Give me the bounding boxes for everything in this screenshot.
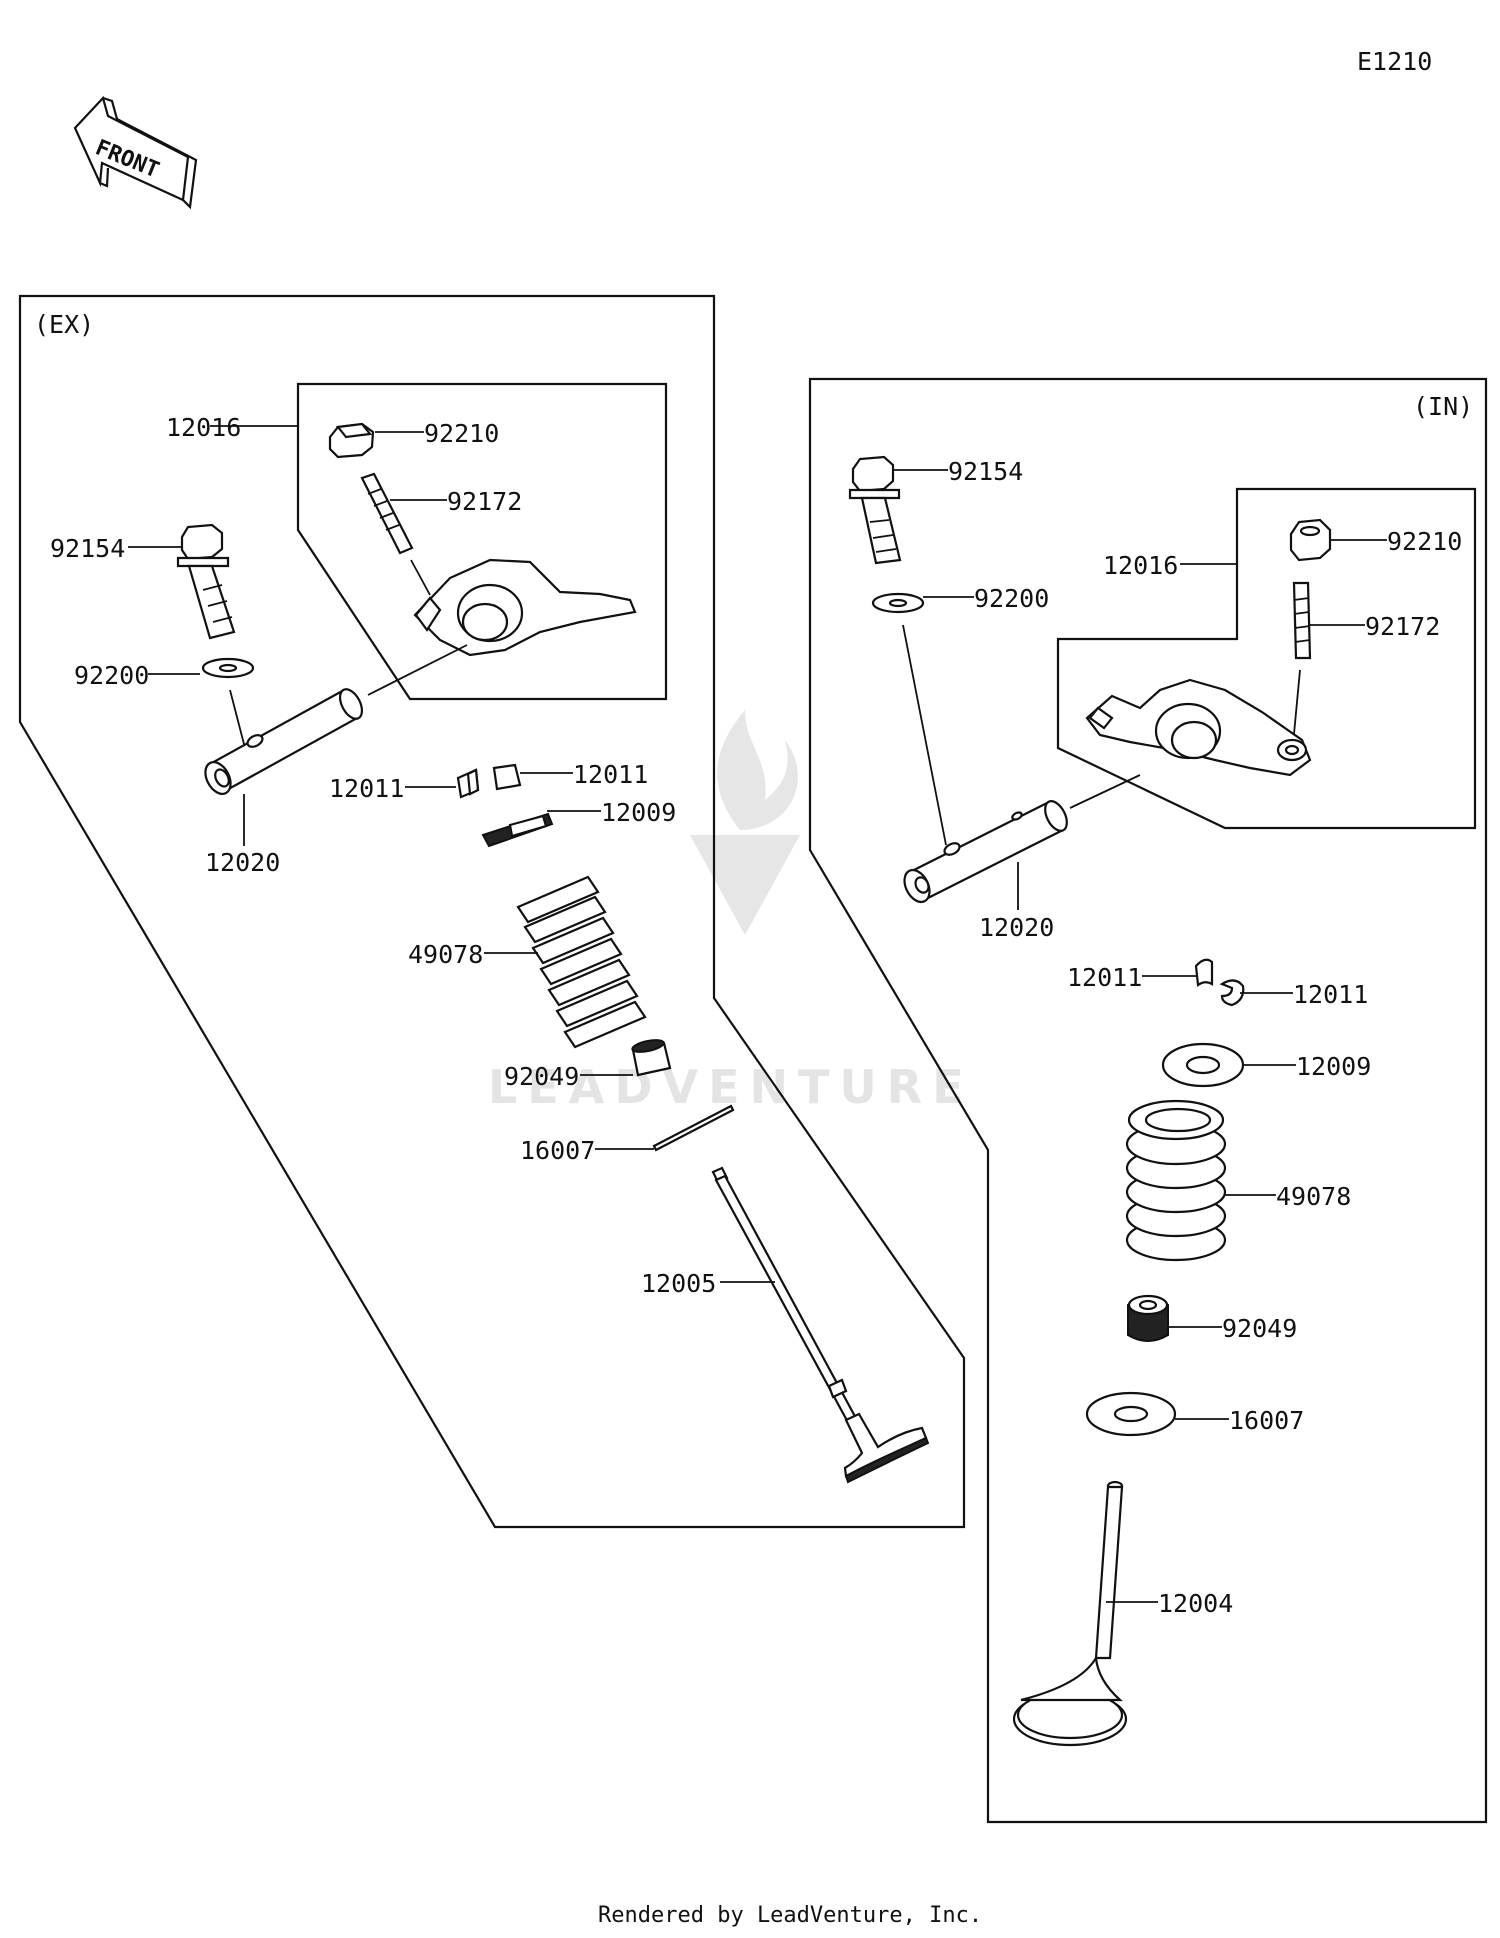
exhaust-retainer <box>481 812 554 848</box>
intake-spring <box>1125 1099 1227 1262</box>
intake-label-spring: 49078 <box>1276 1182 1351 1211</box>
exhaust-seat <box>652 1104 735 1152</box>
exhaust-label-rocker-shaft: 12020 <box>205 848 280 877</box>
intake-label-seat: 16007 <box>1229 1406 1304 1435</box>
exhaust-section-label: (EX) <box>34 310 94 339</box>
exhaust-label-spring: 49078 <box>408 940 483 969</box>
exhaust-washer <box>201 657 255 679</box>
exhaust-label-rocker-arm-assy: 12016 <box>166 413 241 442</box>
exhaust-cotter-right <box>492 763 522 791</box>
intake-label-valve: 12004 <box>1158 1589 1233 1618</box>
exhaust-rocker-subframe <box>296 382 668 701</box>
exhaust-cotter-left <box>456 768 480 799</box>
exhaust-label-bolt: 92154 <box>50 534 125 563</box>
front-arrow: FRONT <box>73 95 198 210</box>
exhaust-valve <box>711 1166 930 1484</box>
intake-section: (IN) 92154 92200 12016 92210 <box>808 377 1488 1824</box>
intake-bolt <box>848 455 902 565</box>
exhaust-label-adjust-screw: 92172 <box>447 487 522 516</box>
diagram-code: E1210 <box>1357 47 1432 76</box>
intake-rocker-arm <box>1085 678 1312 777</box>
exhaust-label-seat: 16007 <box>520 1136 595 1165</box>
exhaust-section: (EX) 12016 92210 92172 <box>18 294 966 1529</box>
footer-text: Rendered by LeadVenture, Inc. <box>598 1903 982 1928</box>
exhaust-label-cotter-left: 12011 <box>329 774 404 803</box>
intake-label-nut: 92210 <box>1387 527 1462 556</box>
exhaust-label-nut: 92210 <box>424 419 499 448</box>
exhaust-rocker-arm <box>413 558 637 657</box>
intake-label-bolt: 92154 <box>948 457 1023 486</box>
intake-label-adjust-screw: 92172 <box>1365 612 1440 641</box>
intake-label-rocker-shaft: 12020 <box>979 913 1054 942</box>
exhaust-stem-seal <box>631 1039 672 1077</box>
intake-stem-seal <box>1127 1294 1169 1342</box>
intake-label-cotter-right: 12011 <box>1293 980 1368 1009</box>
exhaust-adjust-screw <box>360 472 414 555</box>
intake-label-retainer: 12009 <box>1296 1052 1371 1081</box>
intake-washer <box>871 592 925 614</box>
intake-label-washer: 92200 <box>974 584 1049 613</box>
intake-valve <box>1012 1480 1128 1747</box>
exhaust-frame <box>18 294 966 1529</box>
watermark: LEADVENTURE <box>488 710 974 1114</box>
exhaust-rocker-shaft <box>204 688 364 795</box>
exhaust-nut <box>328 422 375 459</box>
intake-cotter-left <box>1194 958 1214 987</box>
front-arrow-label: FRONT <box>92 135 163 183</box>
intake-label-stem-seal: 92049 <box>1222 1314 1297 1343</box>
intake-rocker-subframe <box>1056 487 1477 830</box>
intake-section-label: (IN) <box>1413 392 1473 421</box>
intake-label-cotter-left: 12011 <box>1067 963 1142 992</box>
intake-nut <box>1289 518 1332 562</box>
intake-adjust-screw <box>1292 581 1312 660</box>
intake-retainer <box>1161 1042 1245 1088</box>
intake-cotter-right <box>1219 979 1245 1007</box>
exhaust-spring <box>516 875 647 1049</box>
exhaust-label-cotter-right: 12011 <box>573 760 648 789</box>
exhaust-bolt <box>176 523 236 640</box>
watermark-text: LEADVENTURE <box>488 1060 974 1114</box>
exhaust-label-retainer: 12009 <box>601 798 676 827</box>
intake-frame <box>808 377 1488 1824</box>
intake-label-rocker-arm-assy: 12016 <box>1103 551 1178 580</box>
exhaust-label-washer: 92200 <box>74 661 149 690</box>
intake-rocker-shaft <box>903 800 1068 904</box>
exhaust-label-valve: 12005 <box>641 1269 716 1298</box>
intake-seat <box>1085 1391 1177 1437</box>
exhaust-label-stem-seal: 92049 <box>504 1062 579 1091</box>
